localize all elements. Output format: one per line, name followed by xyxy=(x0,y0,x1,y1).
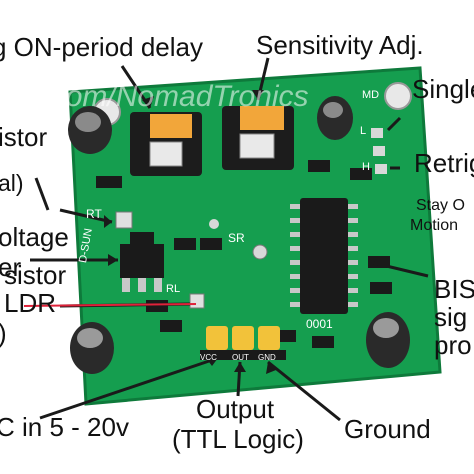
label-er: er xyxy=(0,252,22,282)
label-output: Output xyxy=(196,394,275,424)
silk-sr: SR xyxy=(228,231,245,245)
mounting-hole xyxy=(384,82,412,110)
label-dc-in: C in 5 - 20v xyxy=(0,412,129,442)
jumper-pad xyxy=(375,164,387,174)
label-sistor: sistor xyxy=(4,260,67,290)
via xyxy=(209,219,219,229)
label-motion: Motion xyxy=(410,217,459,234)
label-sensitivity: Sensitivity Adj. xyxy=(256,30,424,60)
silk-out: OUT xyxy=(232,353,249,362)
label-bis: BIS xyxy=(434,274,474,304)
label-ttl: (TTL Logic) xyxy=(172,424,304,454)
silk-h: H xyxy=(362,161,370,173)
label-retrig: Retrig xyxy=(414,148,474,178)
silk-vcc: VCC xyxy=(200,353,217,362)
label-sig: sig xyxy=(434,302,468,332)
silk-md: MD xyxy=(362,89,380,101)
sr-hole xyxy=(252,244,268,260)
label-ground: Ground xyxy=(344,414,431,444)
label-on-period: g ON-period delay xyxy=(0,32,203,62)
jumper-pad xyxy=(373,146,385,156)
label-pro: pro xyxy=(434,330,472,360)
label-oltage: oltage xyxy=(0,222,69,252)
silk-gnd: GND xyxy=(258,353,276,362)
voltage-regulator xyxy=(120,244,164,278)
silk-rt: RT xyxy=(86,207,102,221)
smd-components xyxy=(96,160,392,348)
silk-l: L xyxy=(360,125,367,137)
label-paren: ) xyxy=(0,320,7,346)
red-pointer xyxy=(23,303,197,307)
watermark: cott.com/NomadTronics xyxy=(0,80,309,113)
label-single: Single xyxy=(412,74,474,104)
label-ldr: LDR xyxy=(4,288,57,318)
rt-pad xyxy=(115,211,133,229)
arrow-heads xyxy=(104,90,276,374)
chip-pins xyxy=(290,204,358,307)
label-stay-o: Stay O xyxy=(416,197,465,214)
rl-pad xyxy=(189,293,205,309)
label-istor: istor xyxy=(0,122,48,152)
jumper-pad xyxy=(371,128,383,138)
silk-rl: RL xyxy=(166,283,181,295)
biss-chip xyxy=(300,198,348,314)
output-header xyxy=(200,326,286,360)
label-al: al) xyxy=(0,170,24,196)
silk-chip-id: 0001 xyxy=(306,317,333,331)
